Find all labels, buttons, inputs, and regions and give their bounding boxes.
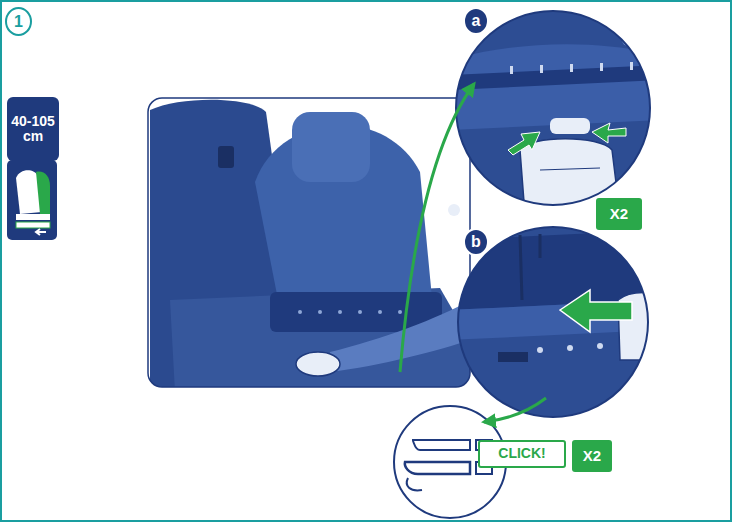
node-text: a — [472, 12, 481, 30]
seat-icon — [7, 160, 57, 240]
node-text: X2 — [610, 206, 628, 223]
repeat-badge: X2 — [572, 440, 612, 472]
callout-letter: a — [463, 7, 489, 35]
zoom-circle-a — [450, 11, 660, 215]
step-number: 1 — [5, 7, 32, 36]
node-text: X2 — [583, 448, 601, 465]
zoom-pointer — [484, 398, 546, 422]
node-text: b — [471, 233, 481, 251]
node-text: CLICK! — [498, 446, 545, 461]
main-photo — [148, 98, 470, 392]
callout-letter: b — [463, 228, 489, 256]
zoom-pointer — [400, 84, 474, 372]
node-text: 40-105 cm — [7, 114, 59, 145]
node-text: 1 — [14, 13, 23, 31]
height-range-box: 40-105 cm — [7, 97, 59, 161]
zoom-circle-b — [450, 227, 660, 417]
click-badge: CLICK! — [478, 440, 566, 468]
repeat-badge: X2 — [596, 198, 642, 230]
